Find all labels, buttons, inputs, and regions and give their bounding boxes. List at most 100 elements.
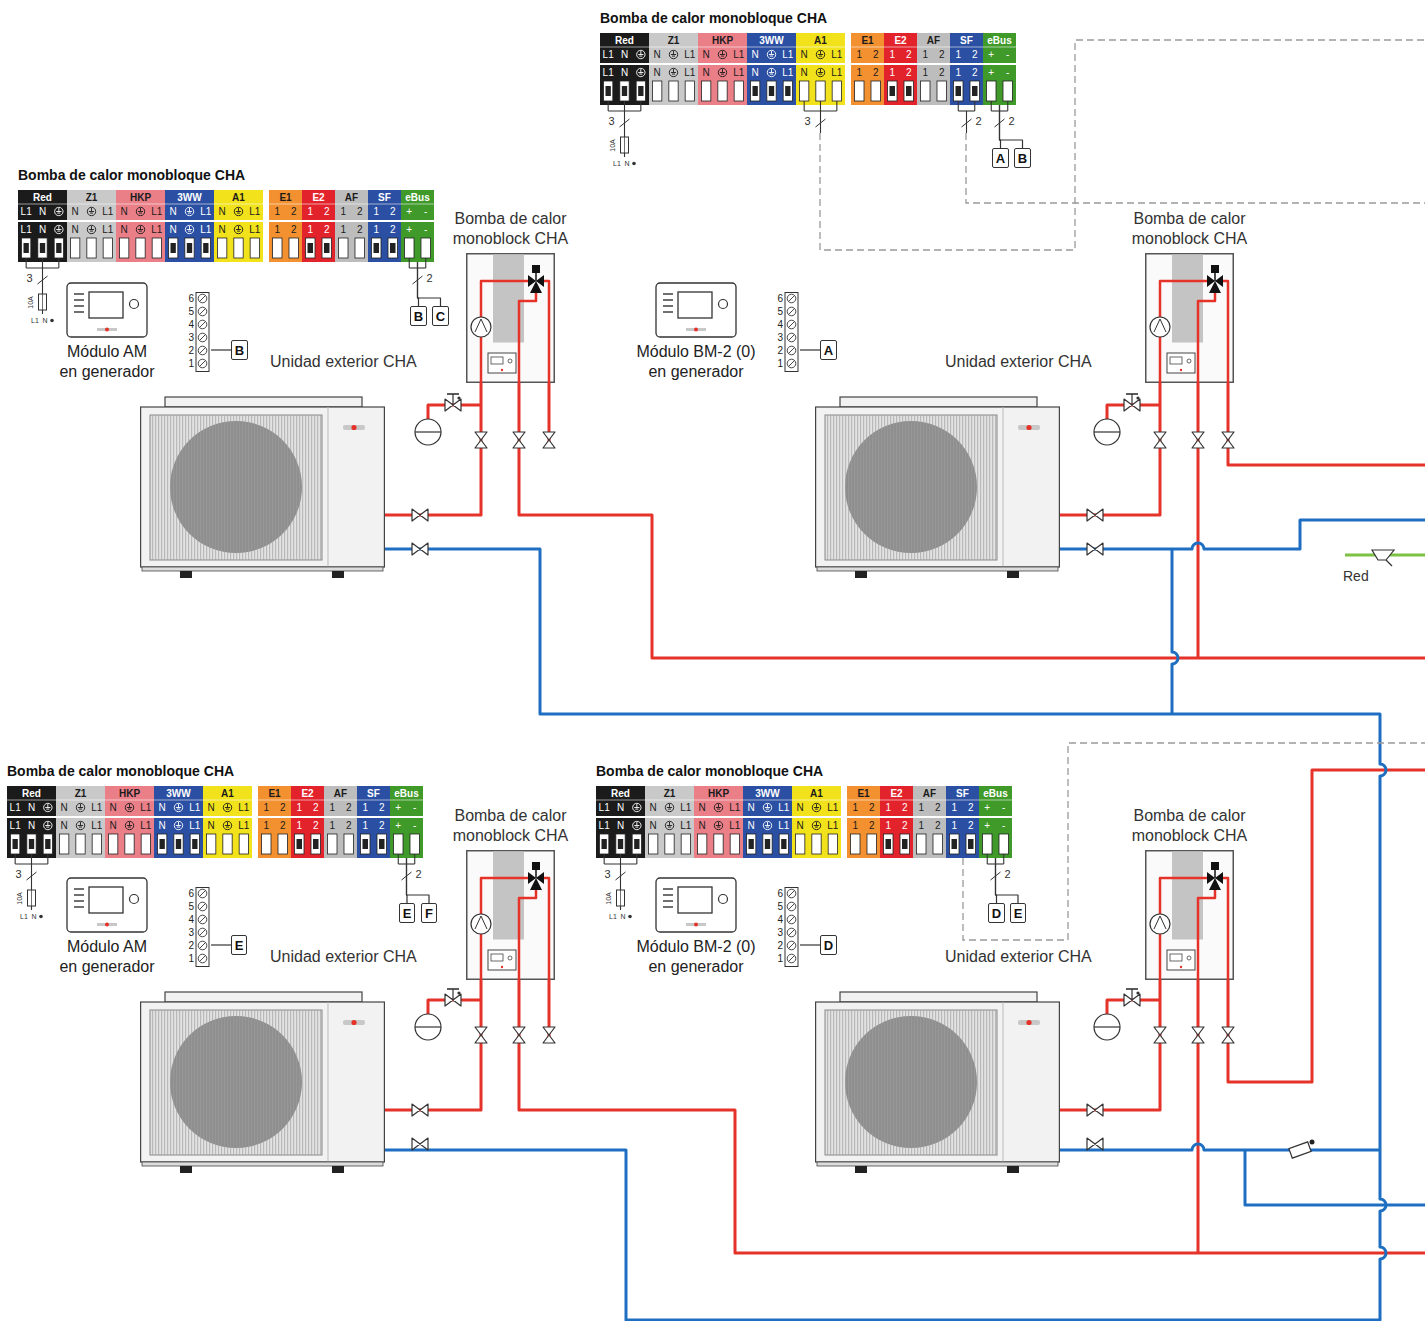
terminal-label: 2 <box>963 801 980 814</box>
terminal-clamp <box>185 238 194 258</box>
terminal-clamp <box>1003 81 1013 101</box>
terminal-number: 2 <box>772 344 783 357</box>
connector-letter: A <box>992 148 1009 168</box>
terminal-label: - <box>996 819 1013 832</box>
terminal-clamp <box>616 834 625 854</box>
header-divider <box>913 800 946 801</box>
terminal-label: L1 <box>247 205 263 218</box>
strip-title: Bomba de calor monobloque CHA <box>7 762 234 780</box>
cable-count-slash <box>402 872 412 880</box>
terminal-label: L1 <box>829 48 845 61</box>
ground-symbol <box>818 51 823 56</box>
terminal-block-body <box>785 888 798 967</box>
terminal-label: N <box>165 205 181 218</box>
cable-count-slash <box>413 276 423 284</box>
terminal-row <box>368 222 401 262</box>
expansion-vessel <box>415 1014 441 1040</box>
shutoff-valve <box>513 1027 525 1043</box>
terminal-clamp-core <box>906 86 912 96</box>
cable-core <box>804 101 805 111</box>
brand-logo <box>1026 1020 1031 1025</box>
terminal-header <box>880 786 913 816</box>
connector-letter-text: A <box>824 342 833 359</box>
terminal-number: 5 <box>183 305 194 318</box>
terminal-clamp <box>311 834 321 854</box>
terminal-screw <box>200 309 206 315</box>
terminal-clamp <box>218 238 227 258</box>
terminal-label: L1 <box>7 801 23 814</box>
terminal-clamp <box>779 834 788 854</box>
ground-symbol <box>176 804 181 809</box>
cable <box>42 310 43 314</box>
terminal-row <box>214 222 263 262</box>
valve-handle <box>457 991 460 994</box>
terminal-row <box>7 818 56 858</box>
terminal-clamp <box>273 238 283 258</box>
expansion-vessel <box>415 419 441 445</box>
ground-symbol <box>138 226 143 231</box>
terminal-group-name: E2 <box>884 34 917 47</box>
terminal-label: 1 <box>946 801 963 814</box>
terminal-group-name: E2 <box>291 787 324 800</box>
terminal-row <box>950 65 983 105</box>
fuse-symbol <box>624 137 625 153</box>
fuse-rating: 10A <box>26 293 35 311</box>
terminal-label: - <box>407 819 424 832</box>
terminal-label: 1 <box>324 819 341 832</box>
valve-actuator <box>532 862 540 870</box>
terminal-clamp-core <box>606 86 611 96</box>
terminal-clamp <box>933 834 943 854</box>
terminal-screw <box>198 359 207 368</box>
terminal-label: 2 <box>901 48 918 61</box>
terminal-label: 2 <box>930 819 947 832</box>
terminal-label: 1 <box>851 48 868 61</box>
terminal-label: N <box>23 819 39 832</box>
fan-grille <box>150 415 322 560</box>
valve-actuator <box>1214 273 1216 281</box>
terminal-clamp <box>278 834 288 854</box>
terminal-screw <box>789 891 795 897</box>
unit-display <box>1180 369 1182 371</box>
header-divider <box>7 800 56 801</box>
terminal-block: 654321 <box>183 887 211 967</box>
ground-symbol <box>667 822 672 827</box>
header-divider <box>214 204 263 205</box>
return-pipe <box>1060 1144 1380 1150</box>
shutoff-valve <box>513 432 525 448</box>
indoor-unit: Bomba de calor monoblock CHA <box>466 850 555 980</box>
terminal-header <box>950 33 983 63</box>
ground-symbol <box>816 68 824 76</box>
fan-grille <box>825 415 997 560</box>
connector-letter: B <box>1014 148 1031 168</box>
ground-symbol <box>174 803 182 811</box>
terminal-header <box>747 33 796 63</box>
terminal-label: 1 <box>258 819 275 832</box>
terminal-label: 1 <box>302 205 319 218</box>
panel-line <box>1003 1002 1004 1162</box>
terminal-label: 2 <box>864 801 881 814</box>
terminal-label: N <box>698 48 714 61</box>
terminal-screw <box>198 928 207 937</box>
header-divider <box>847 800 880 801</box>
header-divider <box>600 47 649 48</box>
terminal-number: 1 <box>183 357 194 370</box>
terminal-group-name: Red <box>7 787 56 800</box>
terminal-screw <box>789 956 795 962</box>
unit-display <box>491 954 503 961</box>
terminal-clamp <box>649 834 658 854</box>
terminal-clamp <box>921 81 931 101</box>
terminal-label: 2 <box>385 205 402 218</box>
terminal-label: N <box>743 801 759 814</box>
indoor-housing <box>1146 851 1234 980</box>
terminal-row <box>917 65 950 105</box>
terminal-clamp-core <box>634 839 639 849</box>
terminal-clamp-core <box>192 839 197 849</box>
terminal-label: 2 <box>901 66 918 79</box>
ground-symbol <box>763 803 771 811</box>
fan-grille <box>150 1010 322 1155</box>
cable-count-slash <box>620 119 630 127</box>
terminal-label: 2 <box>934 66 951 79</box>
ground-symbol <box>136 225 144 233</box>
shutoff-valve <box>1124 994 1140 1006</box>
terminal-row <box>600 65 649 105</box>
